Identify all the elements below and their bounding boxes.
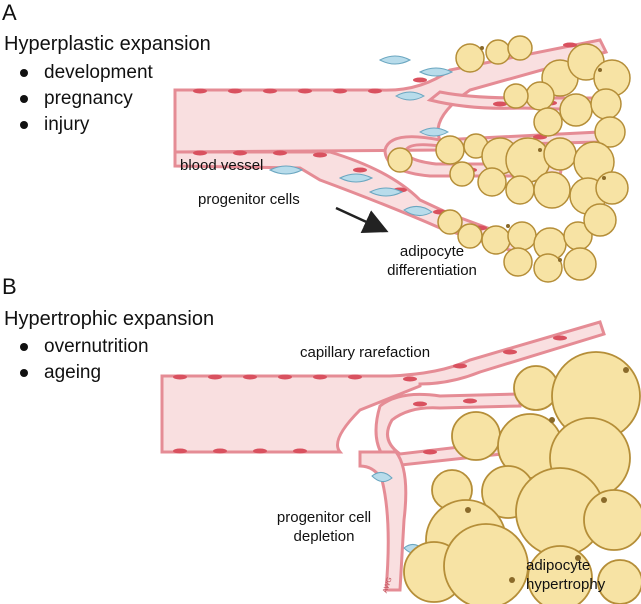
panel-b-heading: Hypertrophic expansion [4, 308, 215, 330]
progenitor-cell-depletion-line-2: depletion [293, 528, 355, 545]
adipocyte-cluster-b [403, 351, 641, 604]
progenitor-cells-a [268, 55, 454, 216]
blood-vessel-b-main [160, 320, 606, 454]
adipocyte-nuclei [465, 46, 629, 583]
panel-b-bullet-item: ageing [14, 360, 149, 386]
progenitor-cell-depletion-line-1: progenitor cell [276, 509, 372, 526]
adipocyte-hypertrophy-line-1: adipocyte [526, 557, 591, 574]
panel-b-bullet-list: overnutrition ageing [14, 334, 149, 386]
panel-a-bullet-list: development pregnancy injury [14, 60, 153, 138]
progenitor-cell-depletion-label: progenitor cell depletion [262, 508, 386, 546]
panel-b-bullet-item: overnutrition [14, 334, 149, 360]
adipocyte-hypertrophy-line-2: hypertrophy [526, 576, 606, 593]
panel-a-heading: Hyperplastic expansion [4, 33, 211, 55]
panel-a-letter: A [2, 0, 17, 25]
differentiation-arrow [335, 206, 389, 234]
adipocyte-cluster-a [387, 35, 631, 283]
panel-a-bullet-item: development [14, 60, 153, 86]
blood-vessel-b-descending [358, 450, 408, 592]
blood-vessel-label: blood vessel [180, 157, 264, 174]
panel-a-bullet-item: injury [14, 112, 153, 138]
adipocyte-differentiation-line-2: differentiation [387, 262, 477, 279]
capillary-rarefaction-label: capillary rarefaction [300, 344, 431, 361]
panel-b-letter: B [2, 274, 17, 299]
adipocyte-differentiation-label: adipocyte differentiation [372, 242, 492, 280]
adipocyte-hypertrophy-label: adipocyte hypertrophy [526, 556, 605, 594]
panel-a-bullet-item: pregnancy [14, 86, 153, 112]
endothelial-nuclei-b [173, 335, 567, 455]
progenitor-cells-label: progenitor cells [198, 191, 300, 208]
adipocyte-differentiation-line-1: adipocyte [399, 243, 465, 260]
